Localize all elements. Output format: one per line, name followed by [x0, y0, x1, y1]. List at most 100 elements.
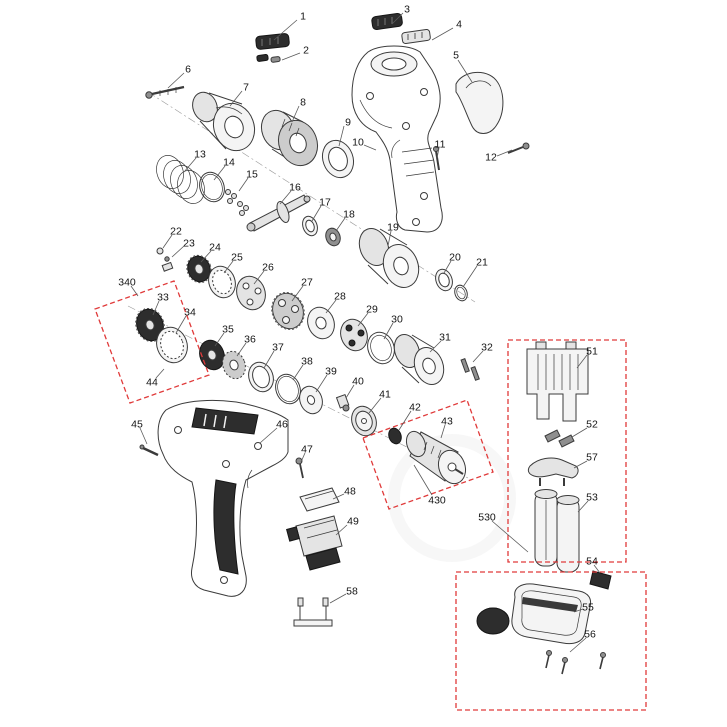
- callout-leader-20: [443, 260, 452, 274]
- callout-leader-8: [291, 105, 300, 123]
- part-42-motor-pinion: [388, 427, 402, 445]
- part-4-vent-plate: [401, 28, 431, 45]
- callout-label-5: 5: [453, 50, 459, 62]
- part-9-ring: [321, 139, 355, 179]
- callout-label-11: 11: [435, 139, 446, 151]
- callout-leader-1: [273, 19, 298, 41]
- callout-label-54: 54: [586, 556, 598, 568]
- callout-leader-41: [368, 397, 382, 414]
- callout-label-56: 56: [584, 629, 596, 641]
- callout-leader-52: [571, 427, 588, 438]
- part-22-pin: [156, 247, 170, 262]
- callout-label-31: 31: [439, 332, 451, 344]
- callout-label-16: 16: [289, 182, 301, 194]
- part-33-gear: [135, 307, 165, 343]
- part-29-planet-gears: [340, 318, 368, 352]
- callout-label-34: 34: [184, 307, 196, 319]
- callout-leader-51: [576, 354, 588, 369]
- part-45-pin: [139, 444, 159, 457]
- part-47-screw: [295, 457, 304, 479]
- part-53-battery-cells: [534, 489, 580, 573]
- callout-label-55: 55: [582, 602, 594, 614]
- callout-label-19: 19: [387, 222, 399, 234]
- callout-leader-44: [155, 368, 165, 379]
- assembly-box-340: [94, 280, 210, 404]
- callout-leader-21: [462, 265, 478, 288]
- callout-label-47: 47: [301, 444, 313, 456]
- callout-label-30: 30: [391, 314, 403, 326]
- callout-label-9: 9: [345, 117, 351, 129]
- part-10-housing-right: [351, 45, 443, 233]
- callout-label-27: 27: [301, 277, 313, 289]
- part-52-contacts: [544, 429, 575, 448]
- callout-label-17: 17: [319, 197, 331, 209]
- callout-label-15: 15: [246, 169, 258, 181]
- callout-leader-22: [162, 234, 173, 249]
- callout-leader-340: [130, 285, 139, 297]
- part-54-latch: [589, 570, 612, 590]
- part-25-ring-gear: [208, 265, 236, 299]
- callout-leader-38: [292, 364, 304, 381]
- callout-leader-9: [338, 125, 345, 147]
- callout-label-35: 35: [222, 324, 234, 336]
- part-19-clutch-housing: [358, 228, 420, 288]
- assembly-box-430: [362, 399, 494, 510]
- callout-label-4: 4: [456, 19, 462, 31]
- callout-leader-17: [311, 205, 322, 222]
- callout-label-22: 22: [170, 226, 182, 238]
- callout-label-18: 18: [343, 209, 355, 221]
- callout-label-29: 29: [366, 304, 378, 316]
- part-37-ring: [248, 361, 274, 393]
- part-40-spacer: [335, 393, 350, 412]
- callout-leader-43: [440, 424, 446, 439]
- callout-leader-6: [167, 72, 185, 89]
- callout-leader-12: [496, 149, 513, 157]
- callout-label-39: 39: [325, 366, 337, 378]
- callout-leader-48: [332, 493, 345, 500]
- callout-label-23: 23: [183, 238, 195, 250]
- callout-label-36: 36: [244, 334, 256, 346]
- callout-leader-47: [300, 452, 306, 463]
- callout-label-53: 53: [586, 492, 598, 504]
- part-55-battery-shell: [476, 583, 592, 645]
- callout-label-45: 45: [131, 419, 143, 431]
- part-15-steel-balls: [225, 189, 249, 216]
- callout-leader-53: [577, 500, 589, 513]
- part-13-spring: [156, 155, 205, 204]
- callout-label-57: 57: [586, 452, 598, 464]
- callout-leader-46: [259, 427, 278, 444]
- part-14-ring: [199, 171, 225, 203]
- part-57-contact-bracket: [527, 457, 579, 486]
- callout-label-430: 430: [428, 495, 446, 507]
- callout-leader-4: [431, 27, 454, 41]
- callout-label-48: 48: [344, 486, 356, 498]
- part-34-ring-gear: [156, 326, 188, 364]
- callout-leader-430: [413, 464, 433, 496]
- part-3-button: [371, 12, 403, 31]
- part-46-housing-left: [157, 399, 289, 597]
- part-58-bracket: [293, 597, 333, 627]
- callout-leader-13: [183, 157, 197, 173]
- callout-label-41: 41: [379, 389, 391, 401]
- callout-label-44: 44: [146, 377, 158, 389]
- callout-label-43: 43: [441, 416, 453, 428]
- part-27-gear-set: [271, 291, 305, 331]
- part-2-buttons: [256, 53, 281, 63]
- callout-leader-34: [175, 315, 187, 334]
- callout-leader-14: [213, 165, 226, 181]
- callout-leader-30: [383, 322, 394, 340]
- callout-leader-10: [363, 144, 377, 151]
- callout-leader-26: [253, 270, 265, 285]
- callout-leader-57: [573, 460, 588, 469]
- part-56-screws: [545, 650, 606, 675]
- callout-leader-49: [335, 524, 348, 536]
- assembly-box-530-upper: [507, 339, 627, 563]
- part-24-gear: [186, 254, 212, 284]
- callout-label-7: 7: [243, 82, 249, 94]
- callout-leader-27: [291, 285, 304, 302]
- callout-leader-5: [457, 59, 473, 83]
- callout-leader-31: [429, 340, 442, 353]
- callout-leader-55: [573, 608, 584, 613]
- callout-leader-19: [387, 230, 392, 247]
